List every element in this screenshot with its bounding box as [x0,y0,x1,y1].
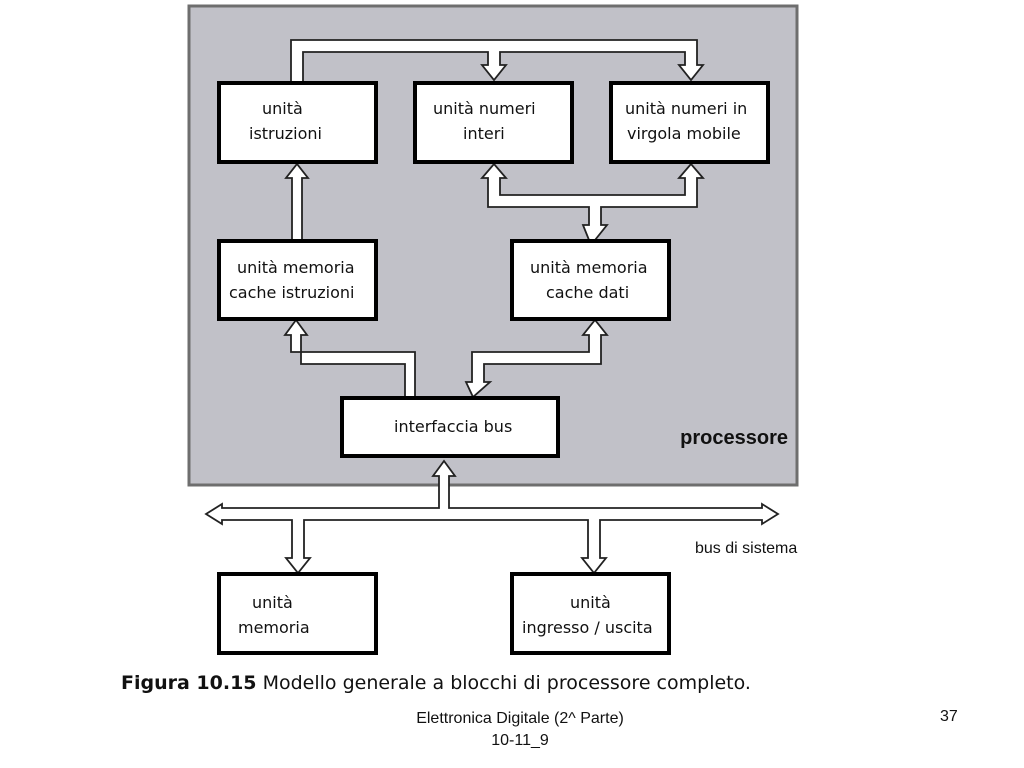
memory-unit-label-1: unità [252,593,293,612]
dcache-box [510,239,671,321]
top-bus-arrow [290,39,705,83]
dcache-to-exec-units-arrow [480,162,705,241]
io-unit-box [510,572,671,655]
footer-course-code: 10-11_9 [491,732,549,749]
integer-unit-label-1: unità numeri [433,99,536,118]
integer-unit-box [413,81,574,164]
processor-label: processore [680,427,788,449]
io-unit-label-2: ingresso / uscita [522,618,653,637]
page-number: 37 [940,708,958,725]
system-bus-arrow [204,459,780,575]
figure-caption-text: Modello generale a blocchi di processore… [262,672,751,694]
icache-label-2: cache istruzioni [229,283,354,302]
float-unit-label-1: unità numeri in [625,99,747,118]
busif-to-icache-arrow [283,318,416,398]
footer-course-title: Elettronica Digitale (2^ Parte) [416,710,624,727]
instruction-unit-label-1: unità [262,99,303,118]
dcache-label-2: cache dati [546,283,629,302]
integer-unit-label-2: interi [463,124,505,143]
figure-number: Figura 10.15 [121,672,257,694]
bus-interface-label: interfaccia bus [394,417,512,436]
bus-interface-box [340,396,560,458]
float-unit-label-2: virgola mobile [627,124,741,143]
float-unit-box [609,81,770,164]
figure-caption: Figura 10.15 Modello generale a blocchi … [121,672,751,694]
dcache-label-1: unità memoria [530,258,648,277]
memory-unit-label-2: memoria [238,618,310,637]
io-unit-label-1: unità [570,593,611,612]
memory-unit-box [217,572,378,655]
system-bus-label: bus di sistema [695,540,797,557]
instruction-unit-box [217,81,378,164]
icache-box [217,239,378,321]
slide-footer: Elettronica Digitale (2^ Parte) 10-11_9 [380,708,660,752]
icache-label-1: unità memoria [237,258,355,277]
icache-to-instr-arrow [284,162,310,241]
instruction-unit-label-2: istruzioni [249,124,322,143]
